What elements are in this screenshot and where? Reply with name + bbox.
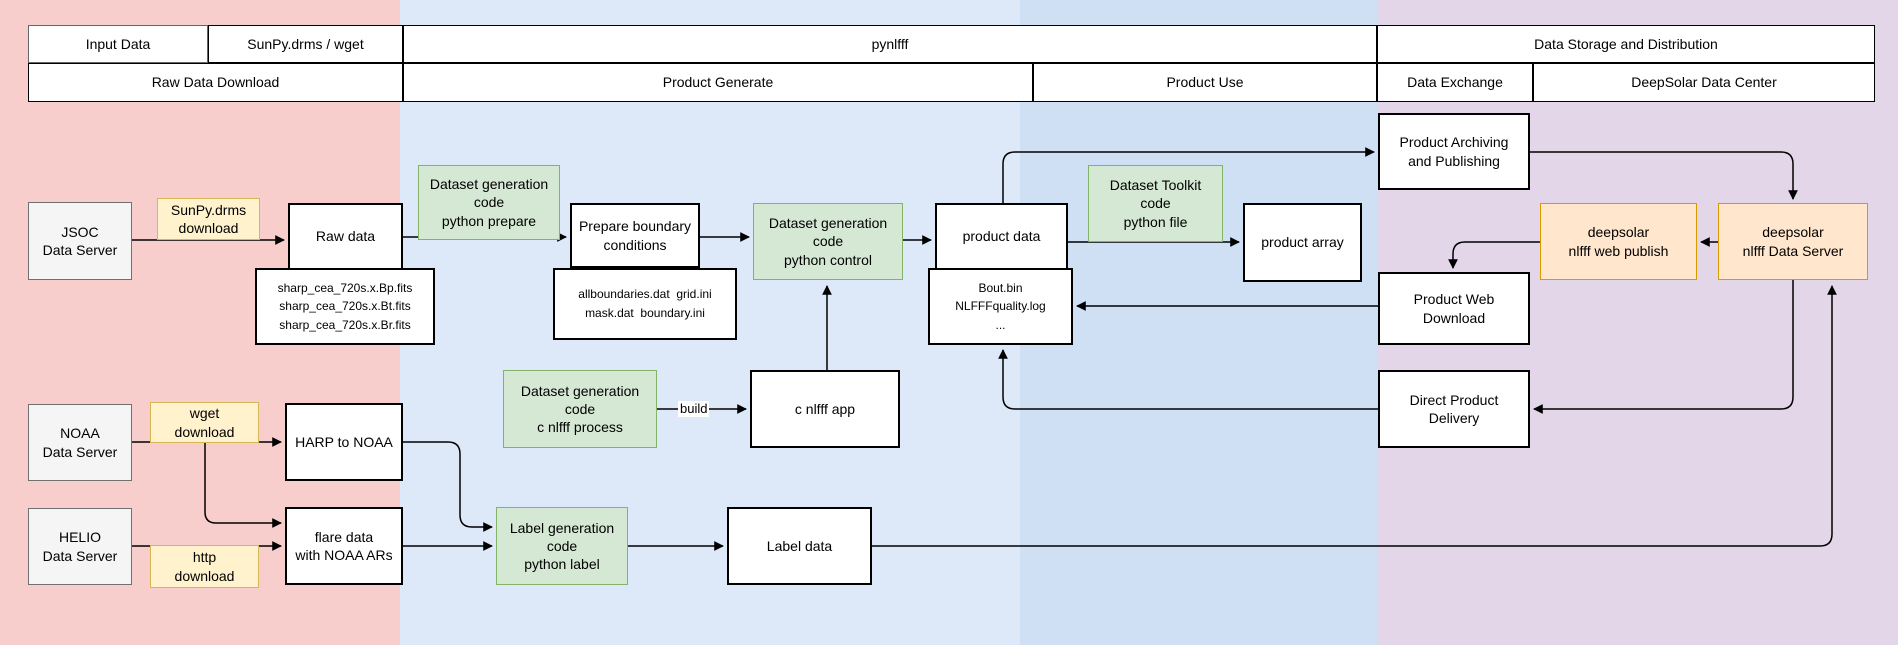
arrow-harp-to-labelgen — [403, 441, 493, 532]
node-c-nlfff-app: c nlfff app — [750, 370, 900, 448]
node-product-array: product array — [1243, 203, 1362, 282]
node-raw-data: Raw data — [288, 203, 403, 270]
lane-deepsolar-data-center: DeepSolar Data Center — [1533, 63, 1875, 102]
lane-product-generate: Product Generate — [403, 63, 1033, 102]
node-direct-product-delivery: Direct Product Delivery — [1378, 370, 1530, 448]
node-helio-data-server: HELIO Data Server — [28, 508, 132, 585]
node-product-files: Bout.bin NLFFFquality.log ... — [928, 268, 1073, 345]
node-product-data: product data — [935, 203, 1068, 270]
lane-product-use: Product Use — [1033, 63, 1377, 102]
arrow-labeldata-to-dataserver — [872, 285, 1837, 547]
node-boundary-files: allboundaries.dat grid.ini mask.dat boun… — [553, 268, 737, 340]
arrow-dataserver-to-directdelivery — [1533, 280, 1794, 414]
node-c-nlfff-process: Dataset generation code c nlfff process — [503, 370, 657, 448]
arrow-archiving-to-dataserver — [1530, 151, 1798, 200]
node-jsoc-data-server: JSOC Data Server — [28, 202, 132, 280]
node-wget-download: wget download — [150, 402, 259, 443]
node-dataset-toolkit: Dataset Toolkit code python file — [1088, 165, 1223, 242]
lane-raw-data-download: Raw Data Download — [28, 63, 403, 102]
arrow-productdata-to-archiving — [1002, 147, 1375, 203]
lane-data-exchange: Data Exchange — [1377, 63, 1533, 102]
node-raw-data-files: sharp_cea_720s.x.Bp.fits sharp_cea_720s.… — [255, 268, 435, 345]
edge-label-build: build — [678, 401, 710, 417]
node-label-data: Label data — [727, 507, 872, 585]
node-product-web-download: Product Web Download — [1378, 272, 1530, 345]
node-flare-data: flare data with NOAA ARs — [285, 507, 403, 585]
node-http-download: http download — [150, 545, 259, 588]
lane-pynlfff: pynlfff — [403, 25, 1377, 63]
lane-sunpy-wget: SunPy.drms / wget — [208, 25, 403, 63]
node-harp-to-noaa: HARP to NOAA — [285, 403, 403, 481]
node-python-control: Dataset generation code python control — [753, 203, 903, 280]
node-python-prepare: Dataset generation code python prepare — [418, 165, 560, 240]
node-label-generation: Label generation code python label — [496, 507, 628, 585]
node-noaa-data-server: NOAA Data Server — [28, 404, 132, 481]
node-prepare-boundary-conditions: Prepare boundary conditions — [570, 203, 700, 268]
node-product-archiving: Product Archiving and Publishing — [1378, 113, 1530, 190]
arrow-directdelivery-to-productfiles — [998, 349, 1378, 410]
band-product-use — [1020, 0, 1377, 645]
arrow-wget-to-flaredata — [204, 443, 282, 528]
arrow-webpublish-to-webdownload — [1448, 241, 1540, 269]
node-deepsolar-data-server: deepsolar nlfff Data Server — [1718, 203, 1868, 280]
node-deepsolar-web-publish: deepsolar nlfff web publish — [1540, 203, 1697, 280]
node-sunpy-drms-download: SunPy.drms download — [157, 198, 260, 240]
lane-data-storage: Data Storage and Distribution — [1377, 25, 1875, 63]
lane-input-data: Input Data — [28, 25, 208, 63]
